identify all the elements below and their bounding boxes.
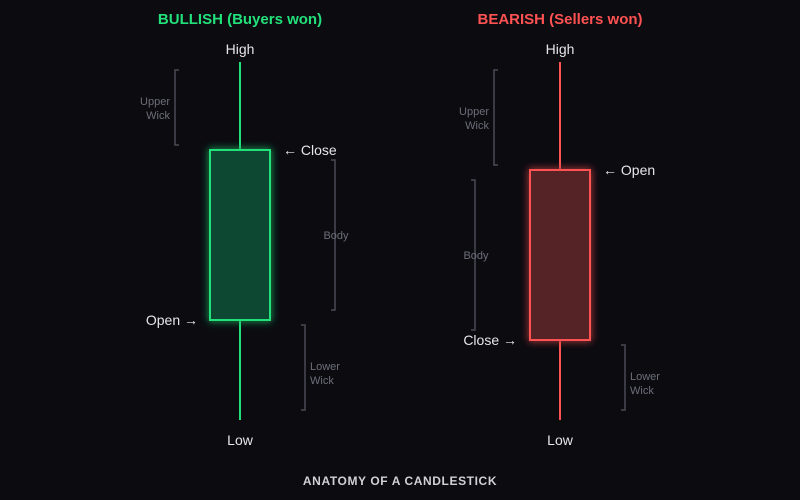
bearish-low-label: Low <box>547 432 574 448</box>
bearish-candle-group: BEARISH (Sellers won) High Low ← Open Cl… <box>459 11 660 448</box>
bearish-upper-wick-bracket <box>493 69 498 166</box>
bearish-open-label: ← Open <box>603 162 655 178</box>
bullish-high-label: High <box>226 41 255 57</box>
bullish-title: BULLISH (Buyers won) <box>158 11 322 28</box>
bullish-upper-wick-bracket <box>174 69 179 146</box>
bullish-lower-wick-bracket <box>301 324 306 411</box>
bearish-body-bracket <box>471 179 476 331</box>
diagram-footer-caption: ANATOMY OF A CANDLESTICK <box>303 474 497 488</box>
bearish-high-label: High <box>546 41 575 57</box>
bearish-close-label: Close → <box>463 332 517 348</box>
bullish-body-bracket <box>331 159 336 311</box>
bearish-body-label: Body <box>463 250 489 262</box>
bearish-lower-wick-bracket <box>621 344 626 411</box>
bullish-close-label: ← Close <box>283 142 337 158</box>
bullish-low-label: Low <box>227 432 254 448</box>
bullish-body <box>209 149 271 321</box>
bearish-title: BEARISH (Sellers won) <box>477 11 642 28</box>
bullish-body-label: Body <box>323 230 349 242</box>
bearish-body <box>529 169 591 341</box>
bullish-candle-group: BULLISH (Buyers won) High Low ← Close Op… <box>140 11 349 448</box>
bullish-open-label: Open → <box>146 312 198 328</box>
